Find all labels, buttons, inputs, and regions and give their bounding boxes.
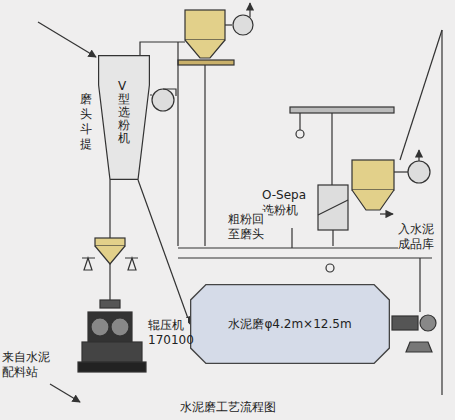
- equipment-label: 磨头斗提: [80, 92, 92, 152]
- node-label: V型选粉机: [118, 80, 130, 146]
- equipment-label: 来自水泥 配料站: [2, 350, 54, 380]
- equipment-label: O-Sepa 选粉机: [262, 188, 314, 218]
- figure-caption: 水泥磨工艺流程图: [0, 400, 455, 415]
- separator-unit: V型选粉机: [98, 55, 150, 180]
- mill-drum: 水泥磨φ4.2m×12.5m: [190, 284, 390, 364]
- material-flow-line: [138, 180, 190, 324]
- equipment-label: 入水泥 成品库: [398, 222, 436, 252]
- node-label: 水泥磨φ4.2m×12.5m: [228, 317, 351, 331]
- equipment-label: 粗粉回 至磨头: [228, 212, 268, 242]
- equipment-label: 辊压机 170100: [148, 318, 188, 348]
